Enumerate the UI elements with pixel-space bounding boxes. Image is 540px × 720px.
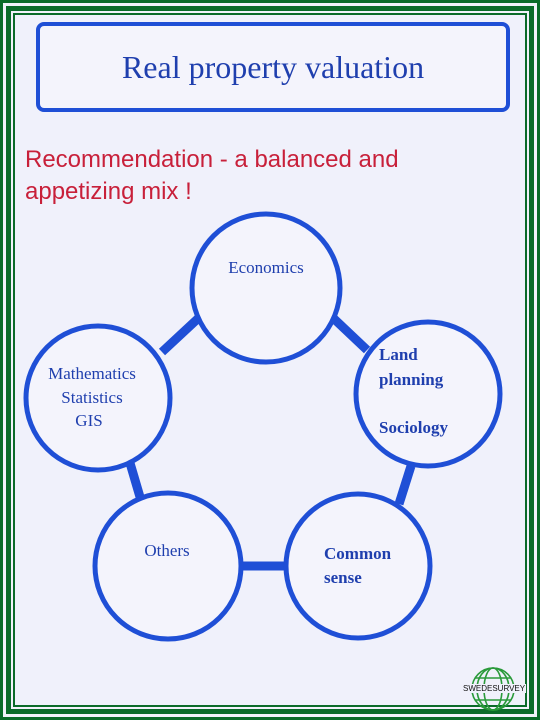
label-sociology: Sociology [379,418,448,437]
node-common [283,491,433,641]
connector-land-common [394,464,416,506]
label-gis: GIS [75,411,102,430]
slide-title: Real property valuation [121,48,425,85]
recommendation-text: Recommendation - a balanced and appetizi… [25,146,399,205]
label-statistics: Statistics [61,388,122,407]
node-land [353,319,503,469]
connector-mathematics-others [125,461,145,499]
label-others: Others [144,541,189,560]
label-common: Common [324,544,392,563]
title-box: Real property valuation [36,22,510,112]
connector-economics-land [326,311,371,354]
logo-wordmark: SWEDESURVEY [462,684,527,693]
label-mathematics: Mathematics [48,364,136,383]
label-sense: sense [324,568,362,587]
label-economics: Economics [228,258,304,277]
node-economics [189,211,343,365]
label-land: Land [379,345,418,364]
inner-frame [6,6,534,714]
node-others [92,490,244,642]
label-planning: planning [379,370,444,389]
node-mathematics [23,323,173,473]
